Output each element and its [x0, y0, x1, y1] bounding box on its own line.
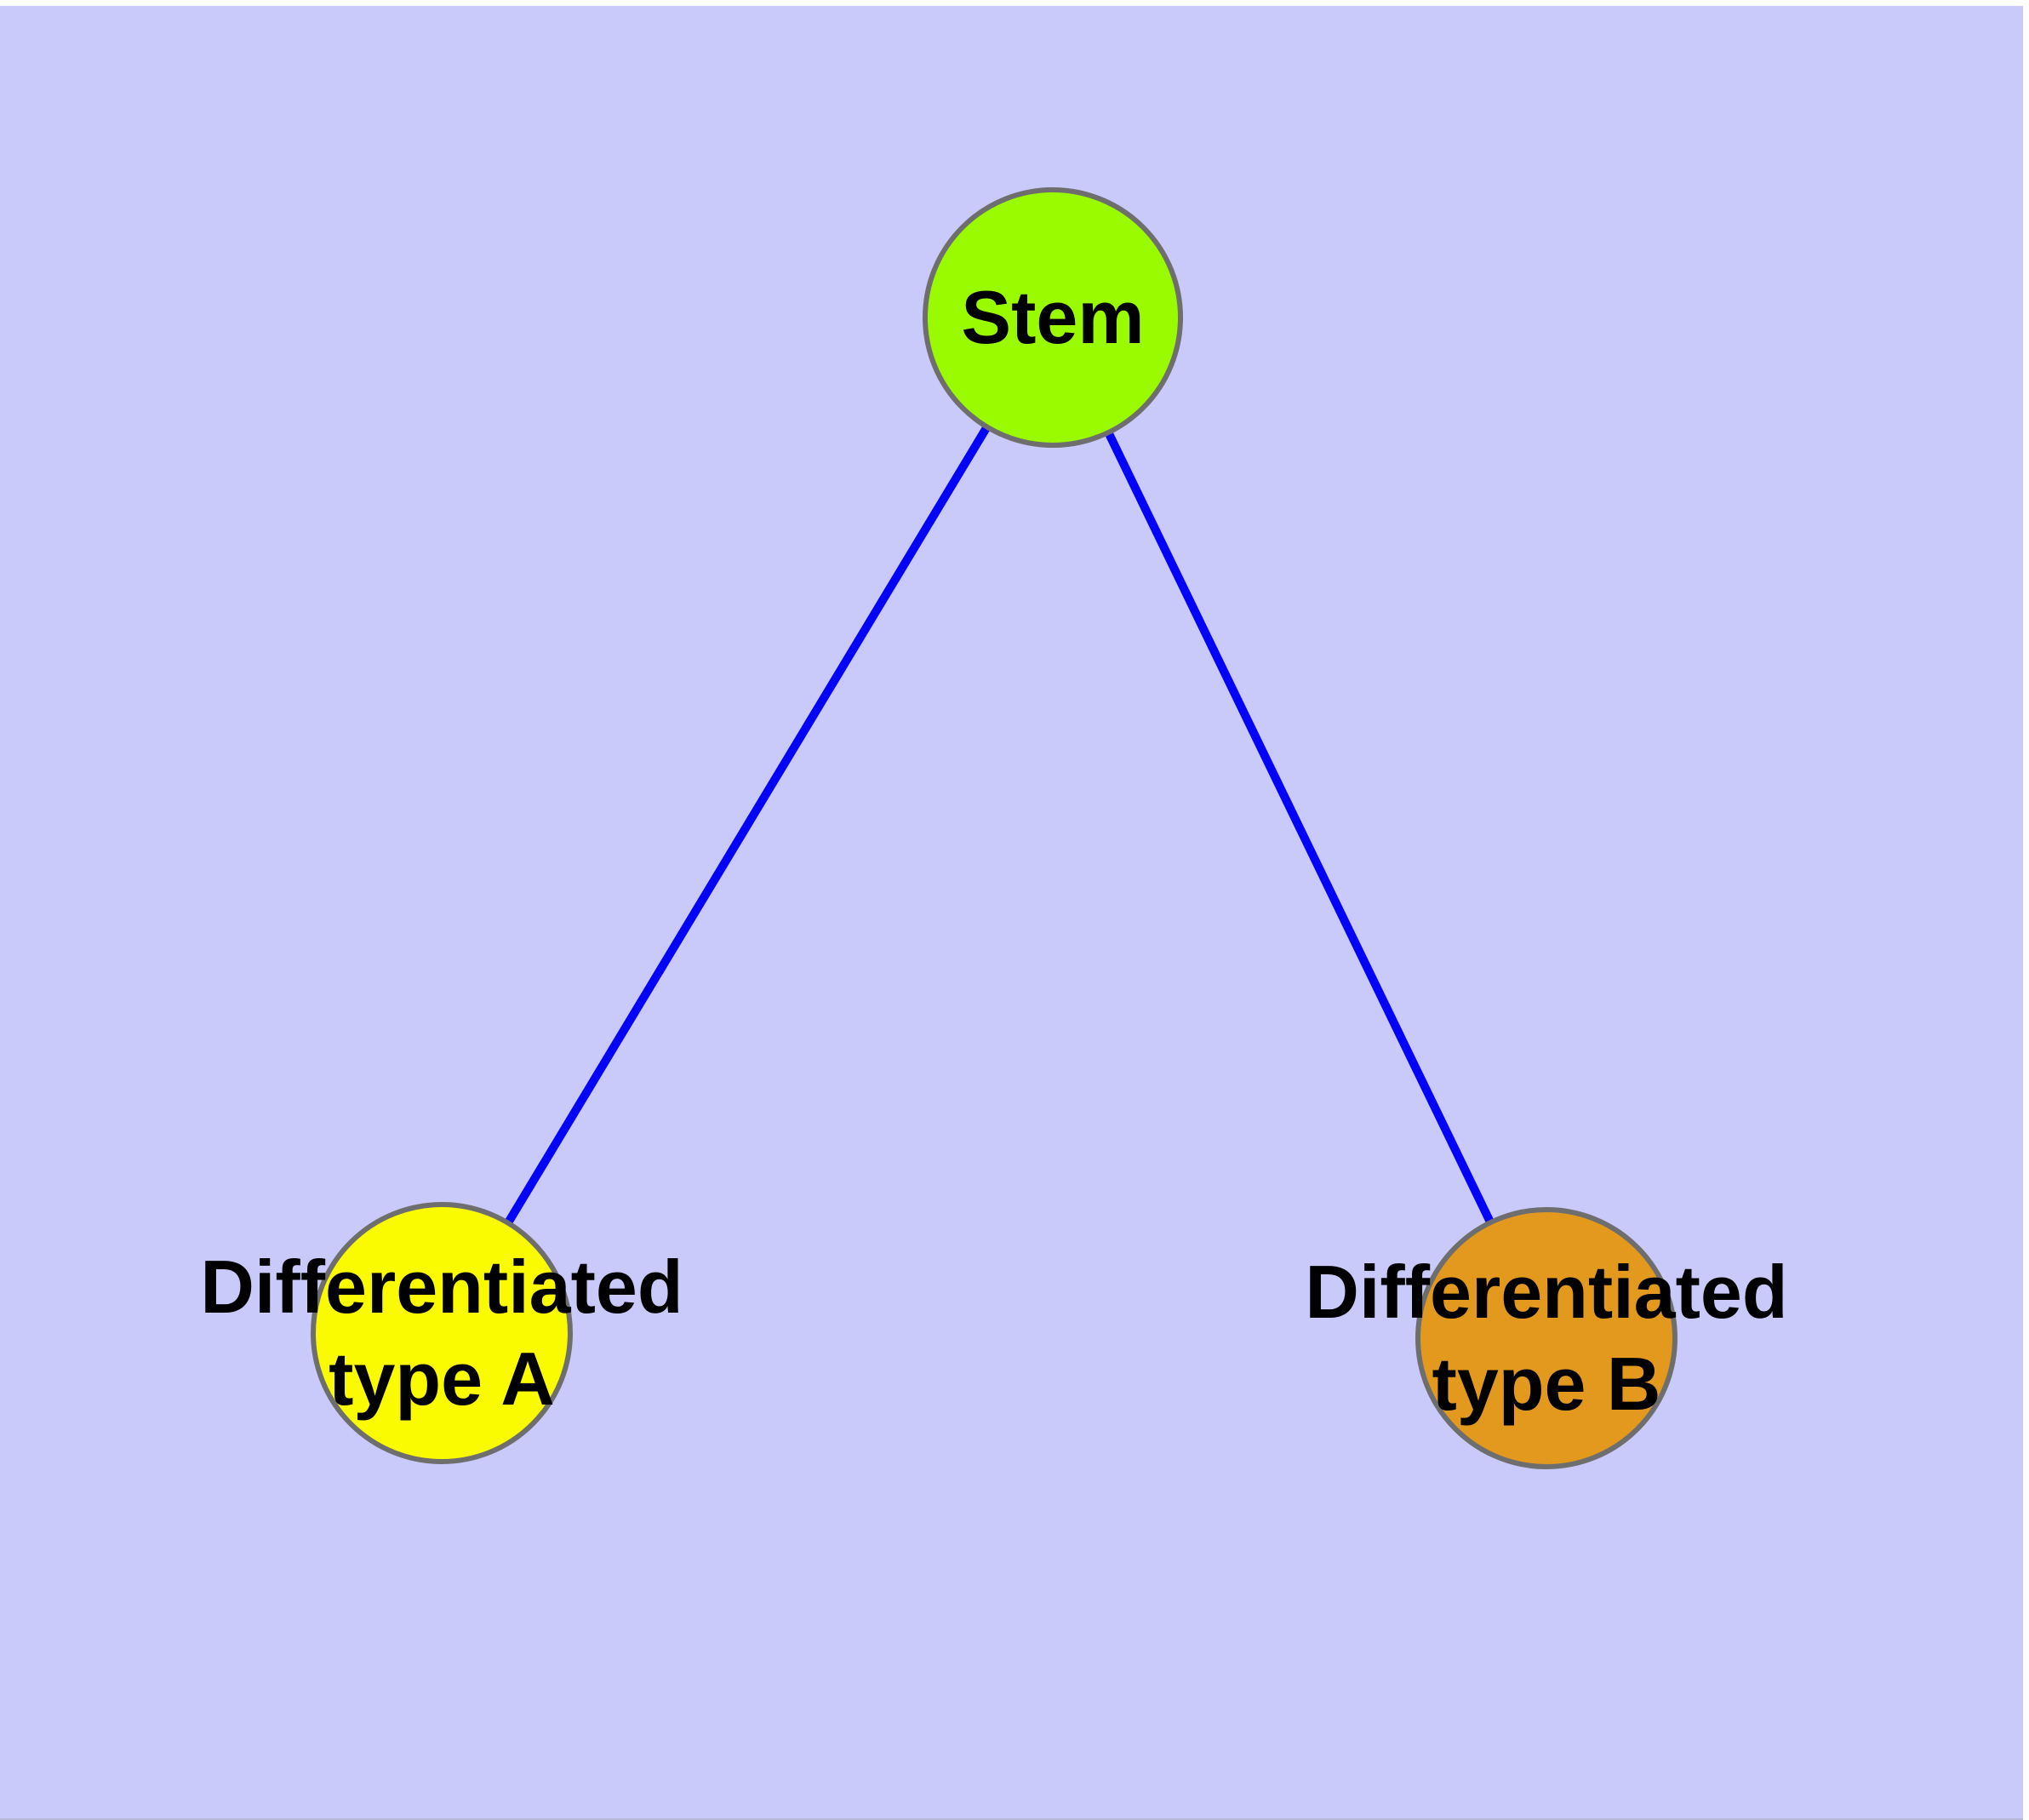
node-differentiated-type-b [1415, 1207, 1677, 1469]
edge-stem-to-type-a [437, 315, 1057, 1336]
canvas-bottom-edge [0, 1818, 2023, 1820]
node-differentiated-type-a [311, 1202, 573, 1464]
edge-stem-to-type-b [1049, 315, 1551, 1341]
node-stem [923, 187, 1183, 448]
